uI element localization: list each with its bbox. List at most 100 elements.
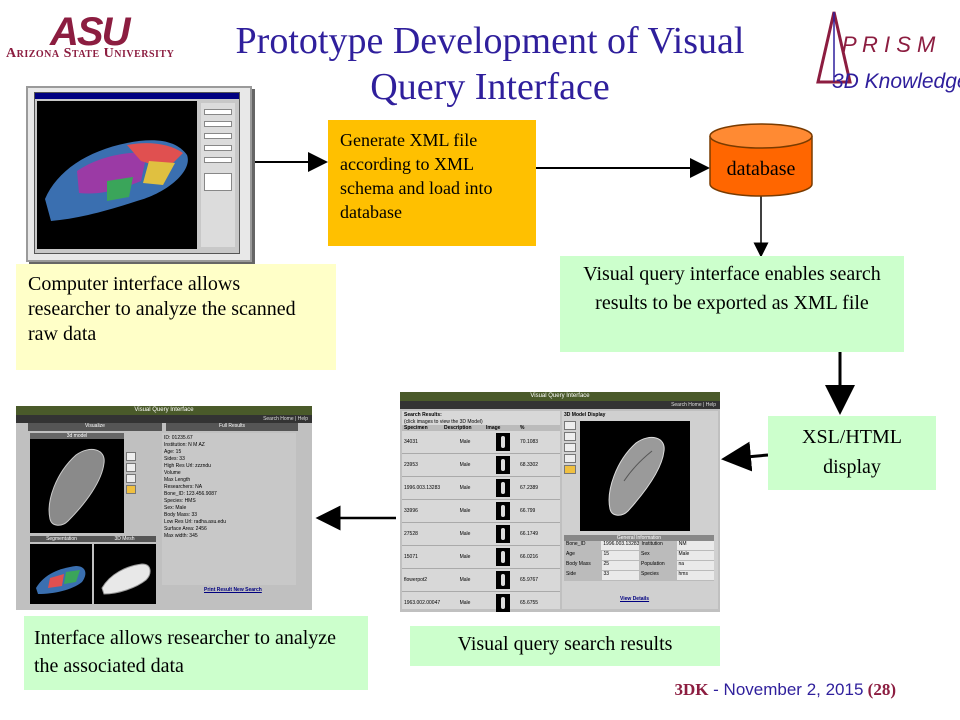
scan-side-panel [201,103,235,247]
cell-image[interactable] [486,571,520,589]
cell-image[interactable] [486,548,520,566]
detail-vqi-nav-links[interactable]: Search Home | Help [16,415,312,423]
segmentation-label: Segmentation [30,536,93,542]
detail-field: Max width: 345 [164,533,198,539]
footer-page-number: (28) [867,680,896,699]
cell-image[interactable] [486,433,520,451]
detail-field: Bone_ID: 123.456.9087 [164,491,217,497]
detail-zoom-out-icon[interactable] [126,463,136,472]
mesh-label: 3D Mesh [93,536,156,542]
detail-field: Low Res Url: radha.asu.edu [164,519,226,525]
cell-image[interactable] [486,525,520,543]
prism-logo: P R I S M 3D Knowledge [816,11,960,93]
prism-tagline: 3D Knowledge [832,70,960,93]
cell-description: Male [459,439,471,445]
asu-logo-name: Arizona State University [6,46,175,61]
detail-bone-model-icon [48,448,105,526]
detail-field: Species: HMS [164,498,196,504]
cell-image[interactable] [486,502,520,520]
detail-zoom-in-icon[interactable] [126,452,136,461]
info-cell: Institution [639,541,677,550]
thumbnail-icon [496,456,510,474]
cell-description: Male [459,577,471,583]
info-cell: hms [678,571,688,577]
info-cell: Body Mass [564,561,602,570]
cell-description: Male [459,531,471,537]
reset-icon[interactable] [564,454,576,463]
cell-percent: 66.799 [520,508,536,514]
slide-title-line2: Query Interface [370,66,610,108]
search-results-screenshot: Visual Query Interface Search Home | Hel… [400,392,720,612]
detail-field: Max Length [164,477,191,483]
thumbnail-icon [496,525,510,543]
scan-model-icon [45,140,188,221]
detail-field: High Res Url: zzzndu [164,463,211,469]
tab-visualize[interactable]: Visualize [28,423,162,431]
detail-field: Body Mass: 33 [164,512,198,518]
slide-title-line1: Prototype Development of Visual [235,20,745,62]
general-info-heading: General Information [564,535,714,541]
rotate-icon[interactable] [564,443,576,452]
xsl-html-box: XSL/HTML display [768,416,936,490]
zoom-in-icon[interactable] [564,421,576,430]
cell-image[interactable] [486,479,520,497]
col-percent: % [520,425,525,431]
cell-description: Male [459,554,471,560]
asu-logo-mark: ASU [50,10,130,54]
color-icon[interactable] [564,465,576,474]
detail-toolbar [126,450,136,510]
cell-description: Male [459,508,471,514]
thumbnail-icon [496,502,510,520]
cell-image[interactable] [486,456,520,474]
thumbnail-icon [496,479,510,497]
detail-field: Sides: 33 [164,456,185,462]
generate-xml-box: Generate XML file according to XML schem… [328,120,536,246]
detail-footer-links[interactable]: Print Result New Search [204,587,262,593]
info-cell: Age [564,551,602,560]
footer-tag: 3DK [674,680,709,699]
cell-image[interactable] [486,594,520,612]
vqi-nav-links[interactable]: Search Home | Help [400,401,720,409]
cell-percent: 67.2389 [520,485,539,491]
view-details-link[interactable]: View Details [620,596,650,602]
scan-viewport [37,101,197,249]
info-cell: 33 [603,571,610,577]
model-viewport [580,421,690,531]
bone-model-icon [608,436,665,516]
tab-full-results[interactable]: Full Results [166,423,298,431]
model-display-heading: 3D Model Display [564,412,606,418]
info-cell: Bone_ID [564,541,602,550]
detail-rotate-icon[interactable] [126,474,136,483]
search-results-heading: Search Results: [404,412,442,418]
computer-monitor [26,86,252,262]
thumbnail-icon [496,433,510,451]
database-cylinder: database [709,123,813,197]
cell-percent: 65.9767 [520,577,539,583]
mesh-view [94,544,156,604]
info-cell: Population [639,561,677,570]
cell-percent: 65.6755 [520,600,539,606]
detail-color-icon[interactable] [126,485,136,494]
cell-specimen: 1996.003.13283 [404,485,441,491]
info-cell: Side [564,571,602,580]
footer-date: November 2, 2015 [723,680,864,699]
detail-field: Volume [164,470,181,476]
arrow-to-results [721,441,769,472]
info-cell: 15 [603,551,610,557]
zoom-out-icon[interactable] [564,432,576,441]
model-toolbar [564,419,576,509]
cell-description: Male [459,462,471,468]
